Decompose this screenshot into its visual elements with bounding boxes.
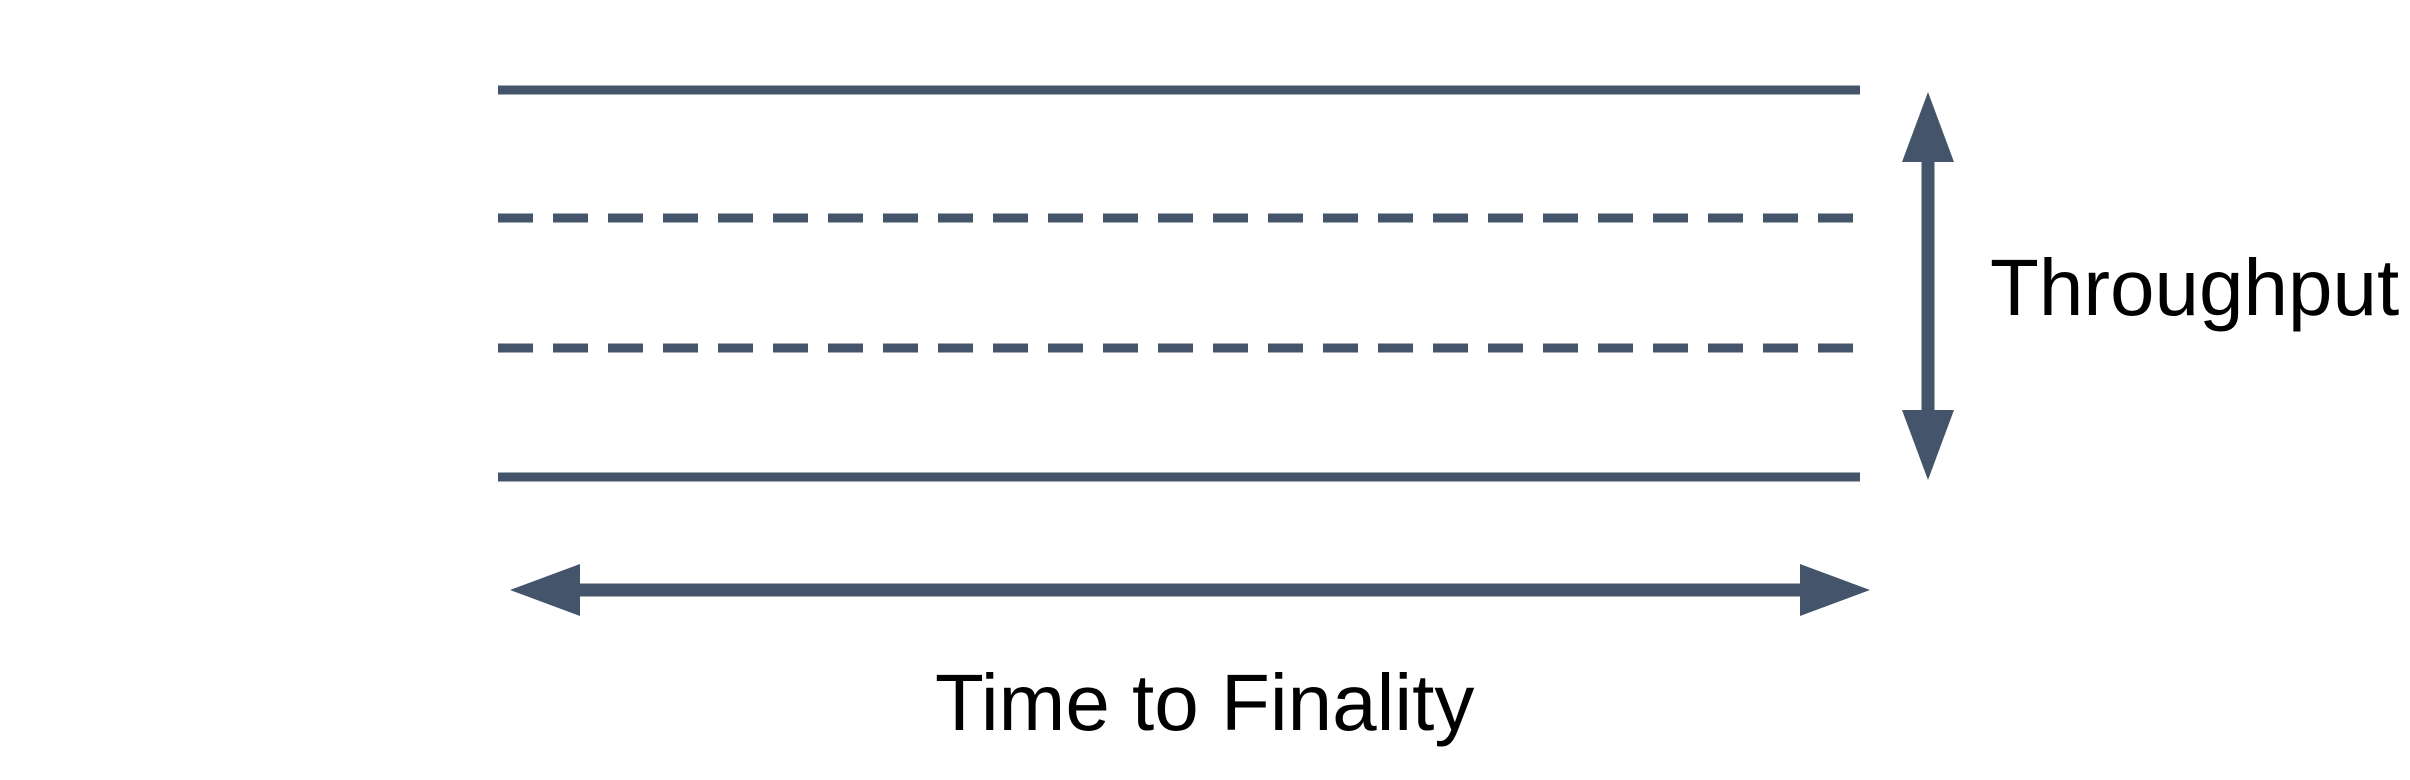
throughput-arrow-shaft <box>1921 155 1935 417</box>
lane-lines-group <box>498 85 1862 482</box>
time-to-finality-label: Time to Finality <box>935 658 1475 747</box>
time-to-finality-arrow-head-left <box>510 564 580 616</box>
throughput-arrow-head-down <box>1902 410 1954 480</box>
time-to-finality-arrow-shaft <box>573 583 1800 597</box>
throughput-arrow-head-up <box>1902 92 1954 162</box>
throughput-label: Throughput <box>1990 243 2400 332</box>
throughput-arrow <box>1902 92 1954 480</box>
time-to-finality-arrow-head-right <box>1800 564 1870 616</box>
time-to-finality-arrow <box>510 564 1870 616</box>
